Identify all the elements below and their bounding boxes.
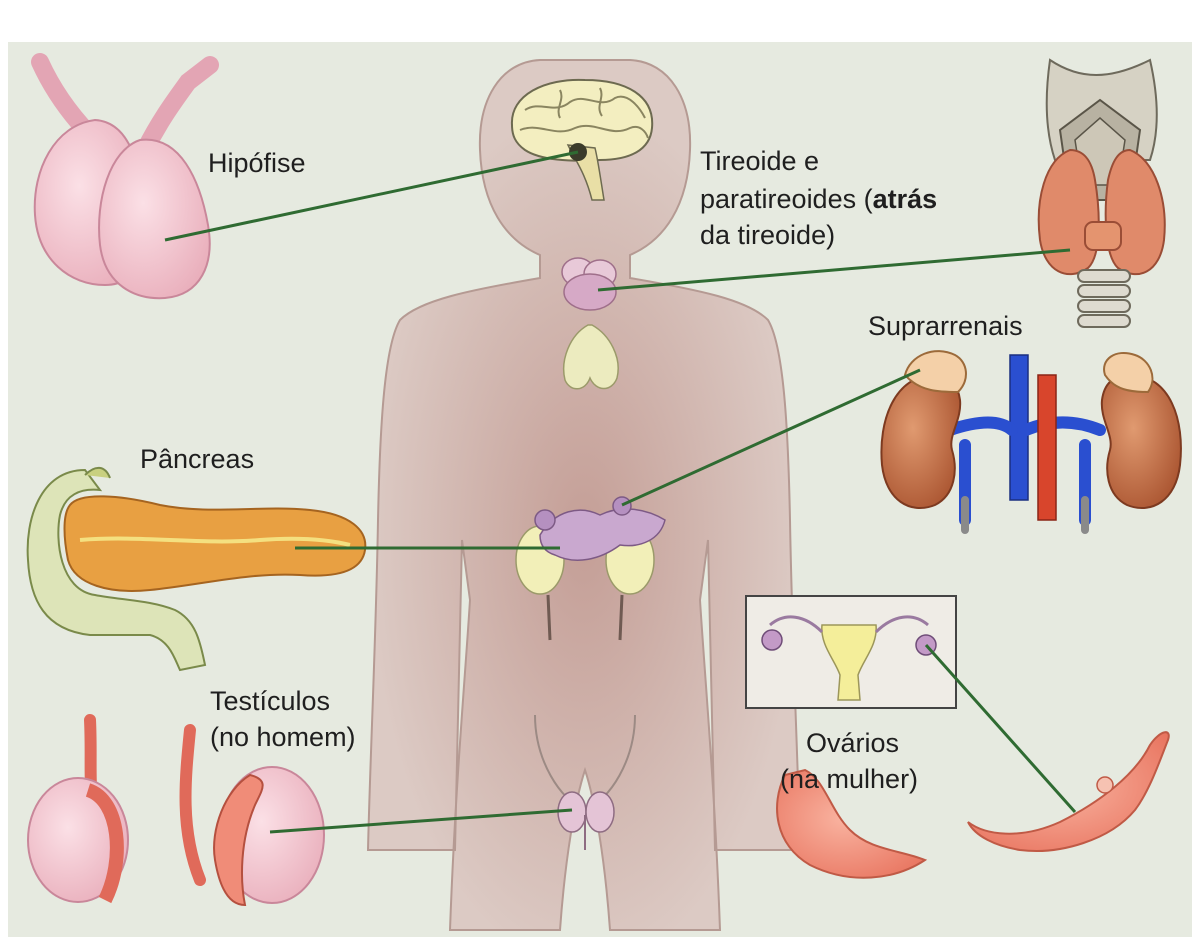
renal-veins [944, 416, 1106, 526]
pancreas-illustration [26, 466, 367, 672]
trachea-rings [1077, 269, 1131, 328]
vena-cava [1009, 354, 1029, 501]
label-ovarios-line1: Ovários [806, 728, 899, 758]
right-ovary [967, 731, 1170, 852]
pancreatic-duct [79, 536, 351, 547]
uterus [821, 624, 877, 701]
fallopian-tubes [769, 615, 929, 634]
right-spermatic-cord [179, 724, 206, 886]
right-kidney [1100, 373, 1182, 510]
epididymis [213, 773, 264, 907]
left-kidney [880, 373, 962, 510]
line-ovarios [924, 644, 1077, 813]
pituitary-illustration [31, 53, 219, 300]
label-tireoide-line2-b: atrás [873, 184, 938, 214]
body-abdominal-glands [515, 496, 666, 641]
label-tireoide-line2: paratireoides (atrás [700, 184, 937, 214]
ovaries-illustration [745, 595, 1170, 879]
human-body [366, 59, 802, 931]
thyroid-isthmus [1084, 221, 1122, 251]
body-thymus [563, 324, 619, 390]
labels: Hipófise Tireoide e paratireoides (atrás… [140, 146, 1023, 794]
body-silhouette [366, 59, 802, 931]
thyroid-illustration [1037, 58, 1166, 328]
line-suprarrenais [621, 368, 921, 507]
line-testiculos [269, 808, 573, 834]
pointer-lines [164, 150, 1077, 834]
label-tireoide-line2-a: paratireoides ( [700, 184, 873, 214]
label-ovarios-line2: (na mulher) [780, 764, 918, 794]
right-adrenal [1103, 352, 1154, 394]
left-ovary [776, 768, 928, 879]
label-tireoide-line1: Tireoide e [700, 146, 819, 176]
line-tireoide [597, 248, 1071, 292]
testes-illustration [27, 714, 325, 907]
brain-folds [519, 87, 649, 139]
pancreas-body [63, 495, 367, 592]
label-pancreas: Pâncreas [140, 444, 254, 474]
label-testiculos-line2: (no homem) [210, 722, 356, 752]
aorta [1037, 374, 1057, 521]
adrenal-kidney-illustration [880, 350, 1182, 534]
left-adrenal [903, 350, 967, 394]
brain-shape [510, 78, 654, 162]
duodenum [26, 468, 207, 672]
label-testiculos-line1: Testículos [210, 686, 330, 716]
label-hipofise: Hipófise [208, 148, 306, 178]
label-tireoide-line3: da tireoide) [700, 220, 835, 250]
label-suprarrenais: Suprarrenais [868, 311, 1023, 341]
body-testes [557, 791, 615, 850]
body-thyroid [561, 257, 617, 311]
pituitary-right-lobe [98, 138, 211, 300]
line-hipofise [164, 150, 579, 242]
